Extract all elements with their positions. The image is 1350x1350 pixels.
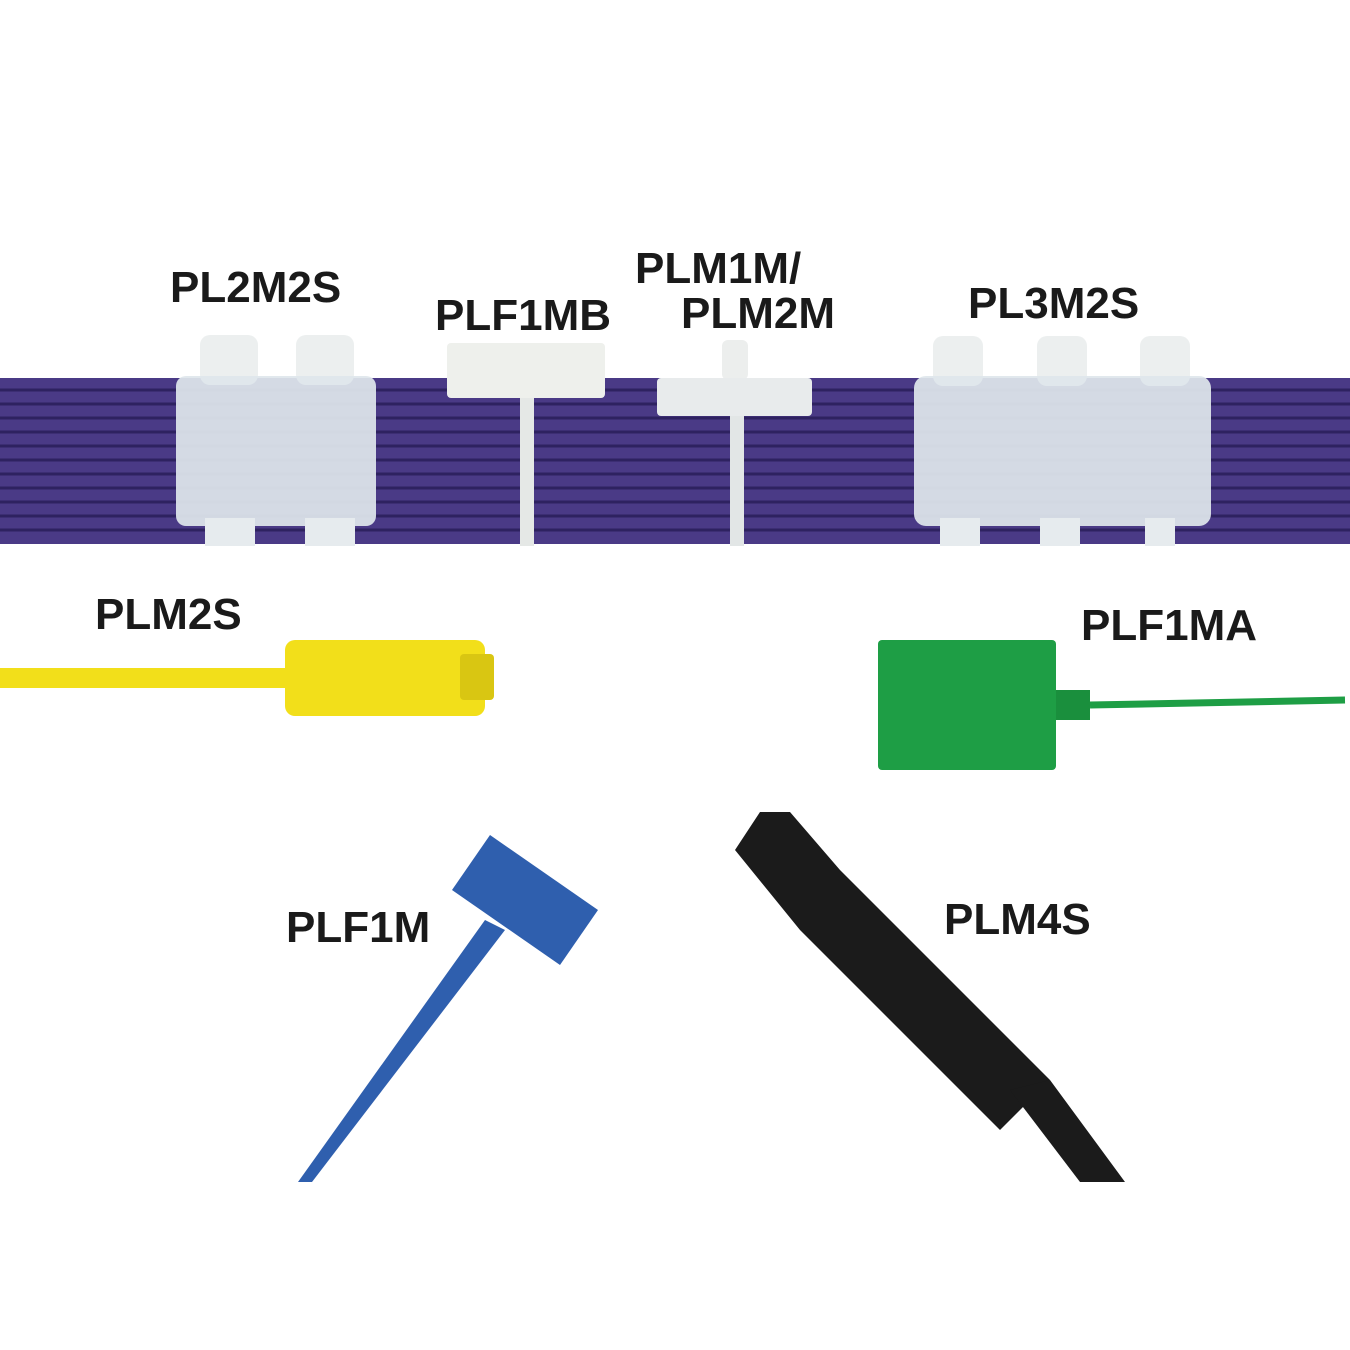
tie-plf1ma-green: [878, 640, 1346, 770]
label-plf1mb: PLF1MB: [435, 291, 611, 340]
marker-plm1m: [657, 340, 812, 546]
label-plf1m: PLF1M: [286, 903, 431, 952]
label-plm1m-line1: PLM1M/: [635, 244, 802, 293]
label-plm1m-line2: PLM2M: [681, 289, 835, 338]
marker-pl3m2s: [914, 336, 1211, 546]
tie-plf1m-blue: [298, 835, 598, 1182]
label-pl2m2s: PL2M2S: [170, 263, 342, 312]
label-plm4s: PLM4S: [944, 895, 1091, 944]
label-plf1ma: PLF1MA: [1081, 601, 1257, 650]
tie-plm2s-yellow: [0, 640, 494, 716]
marker-plf1mb: [447, 343, 605, 546]
marker-pl2m2s: [176, 335, 376, 546]
tie-plm4s-black: [735, 812, 1125, 1182]
label-plm2s: PLM2S: [95, 590, 242, 639]
label-pl3m2s: PL3M2S: [968, 279, 1140, 328]
